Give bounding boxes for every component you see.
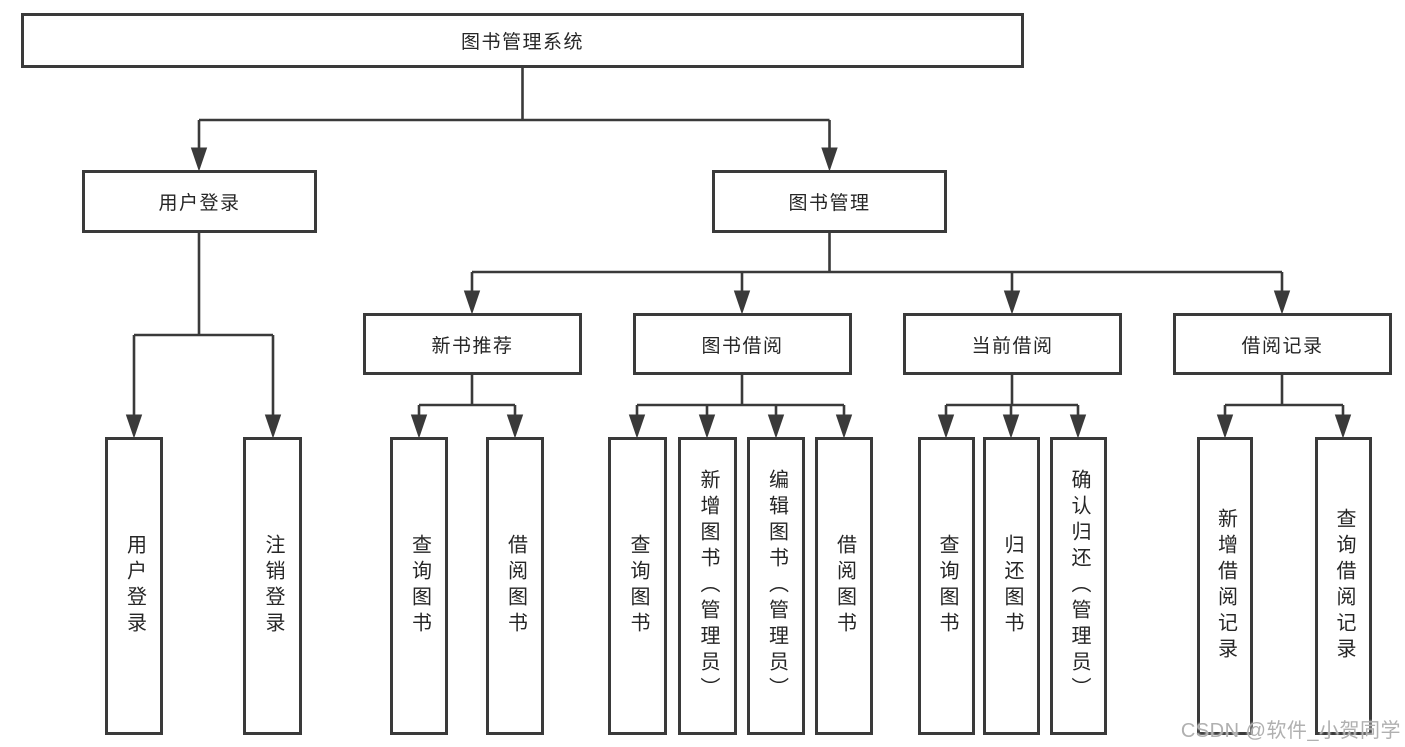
- leaf-current-return-books: 归还图书: [983, 437, 1040, 735]
- node-user-login-label: 用户登录: [158, 193, 241, 214]
- leaf-borrow-add-books-admin: 新增图书（管理员）: [678, 437, 737, 735]
- arrowhead: [125, 414, 143, 439]
- leaf-recommend-borrow-books: 借阅图书: [486, 437, 544, 735]
- arrowhead: [190, 147, 208, 172]
- arrowhead: [698, 414, 716, 439]
- node-new-book-recommend-label: 新书推荐: [431, 335, 514, 357]
- arrowhead: [937, 414, 955, 439]
- node-user-login: 用户登录: [82, 170, 317, 233]
- arrowhead: [733, 290, 751, 315]
- node-borrow-records-label: 借阅记录: [1241, 335, 1324, 357]
- leaf-borrow-edit-books-admin-label: 编辑图书（管理员）: [765, 469, 788, 703]
- node-borrow-records: 借阅记录: [1173, 313, 1392, 375]
- node-root-label: 图书管理系统: [460, 32, 584, 53]
- arrowhead: [1069, 414, 1087, 439]
- leaf-current-query-books: 查询图书: [918, 437, 975, 735]
- node-root: 图书管理系统: [21, 13, 1024, 68]
- leaf-user-login: 用户登录: [105, 437, 163, 735]
- arrowhead: [1216, 414, 1234, 439]
- leaf-borrow-borrow-books-label: 借阅图书: [833, 534, 856, 638]
- leaf-logout-label: 注销登录: [262, 534, 284, 638]
- node-current-borrow: 当前借阅: [903, 313, 1122, 375]
- arrowhead: [463, 290, 481, 315]
- leaf-records-add-record-label: 新增借阅记录: [1214, 508, 1237, 664]
- arrowhead: [506, 414, 524, 439]
- node-book-borrow: 图书借阅: [633, 313, 852, 375]
- node-book-management: 图书管理: [712, 170, 947, 233]
- leaf-records-query-record-label: 查询借阅记录: [1333, 508, 1355, 664]
- leaf-current-return-books-label: 归还图书: [1001, 534, 1023, 638]
- arrowhead: [1273, 290, 1291, 315]
- leaf-borrow-query-books-label: 查询图书: [627, 534, 649, 638]
- arrowhead: [835, 414, 853, 439]
- node-current-borrow-label: 当前借阅: [971, 335, 1054, 357]
- leaf-logout: 注销登录: [243, 437, 302, 735]
- arrowhead: [628, 414, 646, 439]
- arrowhead: [1334, 414, 1352, 439]
- arrowhead: [410, 414, 428, 439]
- leaf-records-add-record: 新增借阅记录: [1197, 437, 1253, 735]
- leaf-borrow-borrow-books: 借阅图书: [815, 437, 873, 735]
- node-new-book-recommend: 新书推荐: [363, 313, 582, 375]
- arrowhead: [1002, 414, 1020, 439]
- leaf-recommend-query-books: 查询图书: [390, 437, 448, 735]
- node-book-management-label: 图书管理: [788, 193, 871, 214]
- arrowhead: [264, 414, 282, 439]
- watermark: CSDN @软件_小贺同学: [1180, 720, 1401, 742]
- arrowhead: [821, 147, 838, 172]
- leaf-user-login-label: 用户登录: [123, 534, 146, 638]
- leaf-borrow-query-books: 查询图书: [608, 437, 667, 735]
- arrowhead: [1003, 290, 1021, 315]
- arrowhead: [767, 414, 785, 439]
- leaf-recommend-borrow-books-label: 借阅图书: [504, 534, 527, 638]
- leaf-current-query-books-label: 查询图书: [936, 534, 958, 638]
- leaf-current-confirm-return-admin: 确认归还（管理员）: [1050, 437, 1107, 735]
- leaf-borrow-add-books-admin-label: 新增图书（管理员）: [697, 469, 719, 703]
- leaf-records-query-record: 查询借阅记录: [1315, 437, 1372, 735]
- leaf-current-confirm-return-admin-label: 确认归还（管理员）: [1068, 469, 1090, 703]
- node-book-borrow-label: 图书借阅: [701, 335, 784, 357]
- leaf-recommend-query-books-label: 查询图书: [408, 534, 431, 638]
- leaf-borrow-edit-books-admin: 编辑图书（管理员）: [747, 437, 805, 735]
